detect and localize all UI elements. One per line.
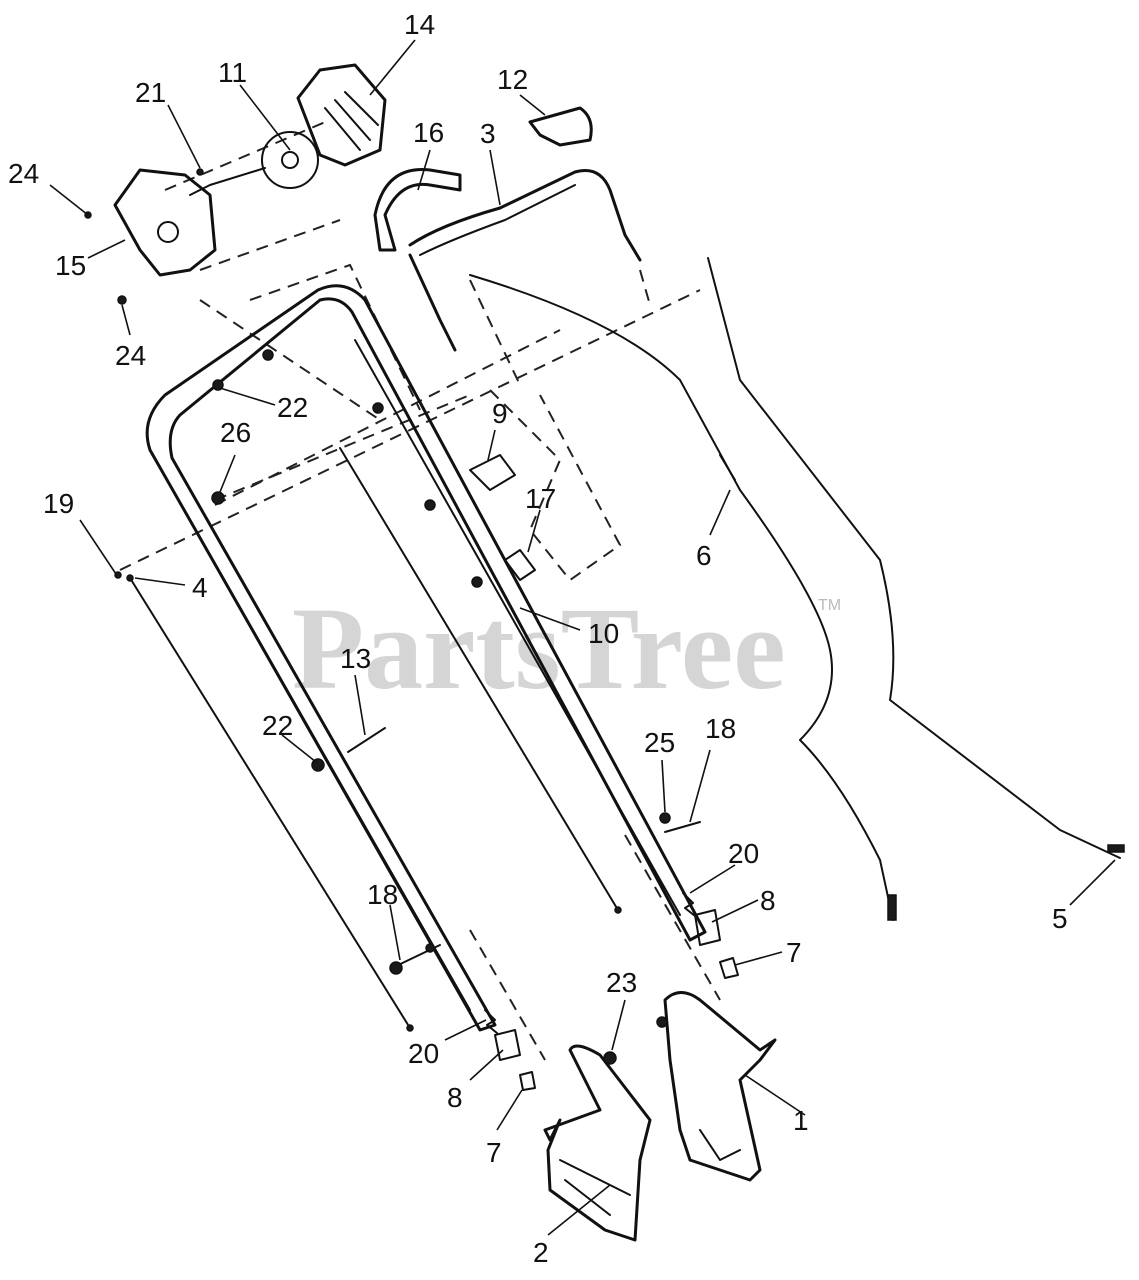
cable-clip-9 <box>469 454 516 491</box>
handle-frame <box>145 284 707 1032</box>
callout-3: 3 <box>480 118 496 149</box>
callout-2: 2 <box>533 1237 549 1268</box>
callout-7-left: 7 <box>486 1137 502 1168</box>
control-box-15 <box>113 168 217 277</box>
nut-mid <box>372 402 384 414</box>
cable-clip-17 <box>504 549 536 581</box>
callout-5: 5 <box>1052 903 1068 934</box>
washer-25 <box>659 812 671 824</box>
cable-end-4 <box>126 574 134 582</box>
callout-9: 9 <box>492 398 508 429</box>
callout-6: 6 <box>696 540 712 571</box>
callout-13: 13 <box>340 643 371 674</box>
callout-24-upper: 24 <box>8 158 39 189</box>
callout-4: 4 <box>192 572 208 603</box>
callout-25: 25 <box>644 727 675 758</box>
leader-lines <box>49 39 1116 1236</box>
nut-clip-9 <box>424 499 436 511</box>
handle-bracket-1 <box>663 991 777 1182</box>
callout-18-left: 18 <box>367 879 398 910</box>
callout-1: 1 <box>793 1105 809 1136</box>
head-18-left <box>389 961 403 975</box>
clip-7-right <box>719 957 739 979</box>
cables <box>129 257 1121 1029</box>
spring-20-right <box>682 892 696 917</box>
callout-14: 14 <box>404 9 435 40</box>
pin-13 <box>347 727 386 753</box>
bracket-8-left <box>494 1029 521 1061</box>
washer-26 <box>211 491 225 505</box>
spring-20-left <box>484 1009 498 1034</box>
nut-clip-17 <box>471 576 483 588</box>
callout-18-right: 18 <box>705 713 736 744</box>
cable-end-5 <box>1107 844 1125 853</box>
callout-12: 12 <box>497 64 528 95</box>
clip-7-left <box>519 1071 536 1091</box>
callout-15: 15 <box>55 250 86 281</box>
callout-26: 26 <box>220 417 251 448</box>
callout-17: 17 <box>525 483 556 514</box>
bracket-8-right <box>694 909 721 946</box>
nut-bracket-1 <box>656 1016 668 1028</box>
callout-24-lower: 24 <box>115 340 146 371</box>
bolt-18-right <box>664 821 701 833</box>
callout-10: 10 <box>588 618 619 649</box>
bail-lever <box>408 169 642 352</box>
callout-20-right: 20 <box>728 838 759 869</box>
cable-end-mid <box>614 906 622 914</box>
nut-23 <box>603 1051 617 1065</box>
callout-16: 16 <box>413 117 444 148</box>
watermark: PartsTree TM <box>292 583 841 714</box>
key-lever-11 <box>189 131 319 196</box>
watermark-text: PartsTree <box>292 583 786 714</box>
callout-7-right: 7 <box>786 937 802 968</box>
nut-upper-right <box>262 349 274 361</box>
assembly-dash-lines <box>119 119 721 1061</box>
callout-8-right: 8 <box>760 885 776 916</box>
watermark-trademark: TM <box>818 597 841 614</box>
washer-18-left <box>425 943 435 953</box>
callout-8-left: 8 <box>447 1082 463 1113</box>
grip-cover-12 <box>528 106 593 147</box>
callout-20-left: 20 <box>408 1038 439 1069</box>
control-box-knob <box>157 221 179 243</box>
callout-21: 21 <box>135 77 166 108</box>
cable-end-lower <box>406 1024 414 1032</box>
screw-24-lower <box>117 295 127 305</box>
callout-23: 23 <box>606 967 637 998</box>
callout-19: 19 <box>43 488 74 519</box>
callout-22-upper: 22 <box>277 392 308 423</box>
hardware <box>84 168 1125 1065</box>
cable-end-6 <box>887 894 897 921</box>
handle-bracket-2 <box>543 1044 652 1242</box>
callout-22-lower: 22 <box>262 710 293 741</box>
pin-21 <box>196 168 204 176</box>
callout-11: 11 <box>218 57 247 88</box>
grip-cover-16 <box>373 168 462 252</box>
control-cover-14 <box>296 63 387 167</box>
callout-labels: 1 2 3 4 5 6 7 7 8 8 9 10 11 12 13 14 15 … <box>8 9 1068 1268</box>
